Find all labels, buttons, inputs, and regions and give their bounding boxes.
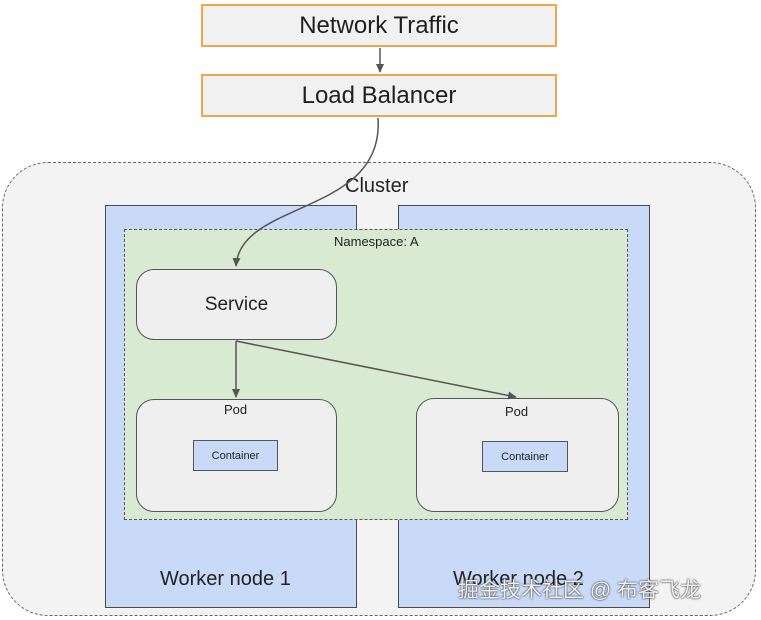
service-label: Service	[204, 293, 269, 315]
pod-label-2: Pod	[505, 404, 529, 419]
arrow-service-to-pod-2	[235, 340, 517, 400]
network-traffic-label: Network Traffic	[299, 11, 459, 39]
arrow-lb-to-service	[232, 117, 379, 267]
service-box: Service	[136, 269, 337, 340]
namespace-label: Namespace: A	[334, 234, 419, 249]
container-box-1: Container	[193, 440, 278, 471]
pod-label-1: Pod	[224, 402, 248, 417]
cluster-label: Cluster	[345, 175, 409, 197]
container-box-2: Container	[482, 441, 568, 472]
container-label-1: Container	[211, 449, 260, 462]
worker-node-2-label: Worker node 2	[453, 568, 584, 590]
watermark-text: 掘金技术社区 @ 布客飞龙	[458, 579, 701, 602]
load-balancer-label: Load Balancer	[301, 81, 457, 109]
network-traffic-box: Network Traffic	[201, 4, 557, 47]
load-balancer-box: Load Balancer	[201, 74, 557, 117]
worker-node-1-label: Worker node 1	[160, 568, 291, 590]
container-label-2: Container	[501, 450, 549, 463]
